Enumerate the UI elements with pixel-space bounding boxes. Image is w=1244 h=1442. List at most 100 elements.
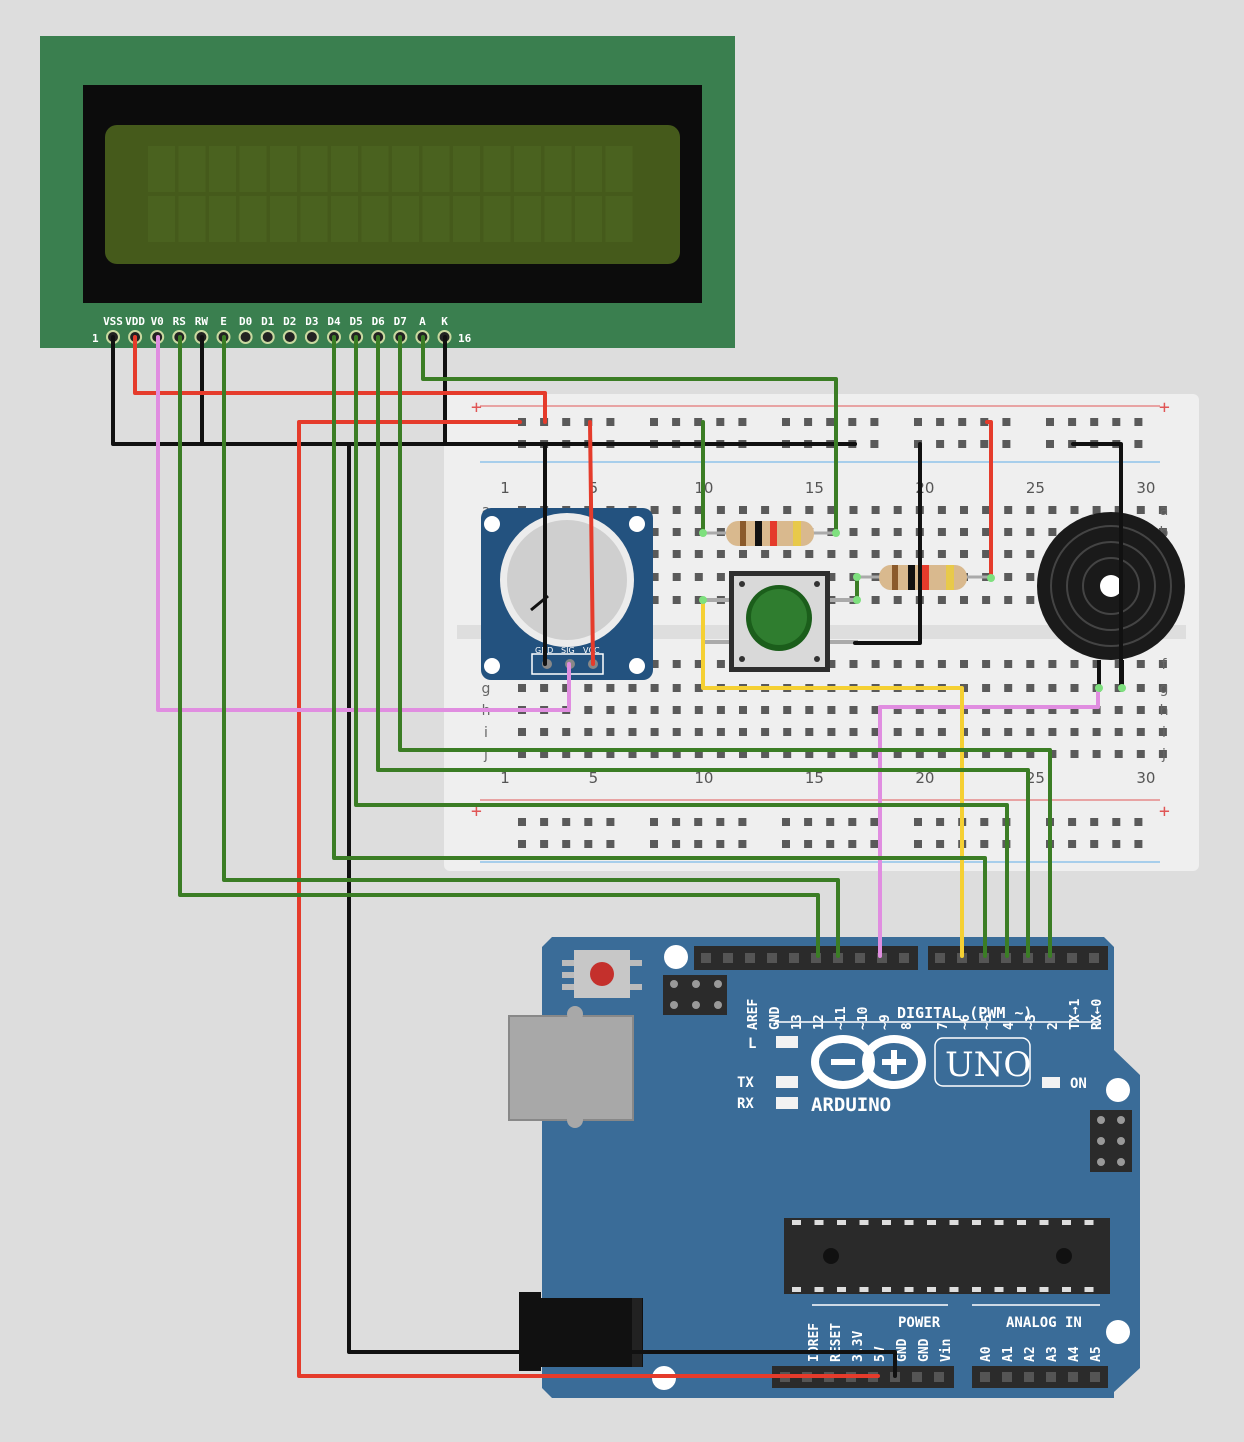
breadboard-hole	[650, 750, 659, 758]
breadboard-hole	[1048, 660, 1057, 668]
breadboard-hole	[628, 728, 637, 736]
potentiometer-module[interactable]: GND SIG VCC	[481, 508, 653, 680]
breadboard-hole	[827, 506, 836, 514]
breadboard-hole	[871, 550, 880, 558]
resistor-1[interactable]	[703, 521, 836, 546]
analog-pin-socket[interactable]	[1046, 1372, 1056, 1382]
breadboard-hole	[915, 660, 924, 668]
analog-pin-socket[interactable]	[1068, 1372, 1078, 1382]
breadboard-hole	[871, 706, 880, 714]
breadboard-hole	[562, 750, 571, 758]
breadboard-hole	[893, 728, 902, 736]
lcd-char-cell	[178, 196, 206, 242]
breadboard-hole	[540, 840, 549, 848]
breadboard-hole	[694, 818, 703, 826]
breadboard-hole	[1114, 660, 1123, 668]
breadboard-hole	[870, 840, 879, 848]
breadboard-hole	[562, 840, 571, 848]
analog-pin-socket[interactable]	[1090, 1372, 1100, 1382]
analog-pin-socket[interactable]	[980, 1372, 990, 1382]
lcd-char-cell	[331, 146, 358, 192]
digital-pin-socket[interactable]	[811, 953, 821, 963]
breadboard-hole	[1068, 418, 1077, 426]
digital-pin-socket[interactable]	[855, 953, 865, 963]
breadboard-hole	[761, 550, 770, 558]
wire-button-pin6	[701, 598, 964, 958]
potentiometer-knob[interactable]	[507, 520, 627, 640]
breadboard-hole	[1048, 750, 1057, 758]
lcd-pin-label: D5	[349, 315, 362, 328]
breadboard-hole	[982, 750, 991, 758]
breadboard-hole	[871, 660, 880, 668]
resistor-2[interactable]	[857, 565, 990, 590]
breadboard-hole	[1048, 506, 1057, 514]
digital-pin-socket[interactable]	[745, 953, 755, 963]
led-l	[776, 1036, 798, 1048]
power-pin-socket[interactable]	[934, 1372, 944, 1382]
breadboard-hole	[1046, 418, 1054, 426]
breadboard-hole	[982, 550, 991, 558]
lcd-module[interactable]: 1 16	[40, 36, 735, 348]
breadboard-hole	[606, 684, 615, 692]
lcd-char-cell	[270, 146, 297, 192]
lcd-pin-label: V0	[151, 315, 164, 328]
mounting-hole	[1106, 1320, 1130, 1344]
digital-pin-socket[interactable]	[979, 953, 989, 963]
lcd-char-cell	[605, 146, 633, 192]
push-button[interactable]	[703, 571, 858, 672]
wire-gnd-arduino	[347, 442, 897, 1378]
breadboard-hole	[782, 418, 790, 426]
digital-pin-socket[interactable]	[767, 953, 777, 963]
analog-pin-label: A5	[1089, 1346, 1104, 1362]
breadboard-hole	[871, 528, 880, 536]
mounting-hole	[664, 945, 688, 969]
digital-pin-socket[interactable]	[723, 953, 733, 963]
breadboard-hole	[650, 706, 659, 714]
lcd-char-cell	[544, 146, 572, 192]
reset-button[interactable]	[562, 950, 642, 998]
digital-pin-socket[interactable]	[1089, 953, 1099, 963]
breadboard-hole	[1158, 528, 1167, 536]
power-pin-socket[interactable]	[912, 1372, 922, 1382]
breadboard-hole	[650, 596, 659, 604]
breadboard-hole	[1004, 684, 1013, 692]
lcd-char-cell	[453, 146, 480, 192]
digital-pin-socket[interactable]	[877, 953, 887, 963]
lcd-char-cell	[300, 196, 328, 242]
analog-pin-socket[interactable]	[1024, 1372, 1034, 1382]
lcd-char-cell	[239, 146, 267, 192]
piezo-buzzer[interactable]	[1037, 512, 1185, 688]
lcd-pin-label: RS	[173, 315, 186, 328]
mounting-hole	[1106, 1078, 1130, 1102]
breadboard-hole	[960, 506, 968, 514]
breadboard-hole	[1158, 506, 1167, 514]
breadboard-column-number: 10	[694, 769, 713, 787]
breadboard-hole	[827, 706, 836, 714]
lcd-pin-label: D6	[372, 315, 386, 328]
breadboard-hole	[1026, 706, 1035, 714]
digital-pin-socket[interactable]	[789, 953, 799, 963]
analog-pin-label: A0	[979, 1346, 994, 1362]
digital-pin-socket[interactable]	[899, 953, 909, 963]
lcd-pin-label: D0	[239, 315, 252, 328]
digital-pin-socket[interactable]	[1067, 953, 1077, 963]
breadboard-row-letter: a	[1160, 503, 1169, 519]
breadboard-hole	[1090, 840, 1099, 848]
breadboard-hole	[783, 506, 792, 514]
digital-pin-socket[interactable]	[1001, 953, 1011, 963]
breadboard-hole	[761, 506, 770, 514]
breadboard-hole	[518, 840, 526, 848]
breadboard-row-letter: g	[1160, 681, 1169, 697]
breadboard-hole	[716, 728, 725, 736]
analog-pin-socket[interactable]	[1002, 1372, 1012, 1382]
breadboard-hole	[672, 750, 681, 758]
digital-pin-socket[interactable]	[935, 953, 945, 963]
uno-label: UNO	[945, 1045, 1031, 1085]
breadboard-hole	[849, 660, 858, 668]
breadboard-hole	[805, 706, 814, 714]
breadboard-hole	[936, 440, 945, 448]
digital-pin-socket[interactable]	[701, 953, 711, 963]
